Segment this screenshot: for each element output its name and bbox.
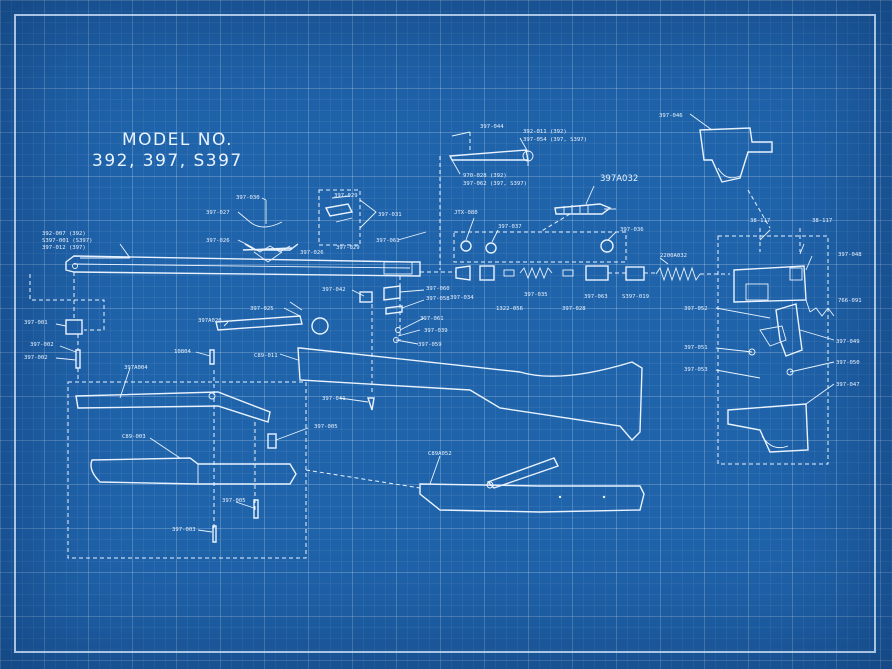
label-397-054: 397-054 (397, S397) (523, 137, 587, 143)
compression-tube-group (420, 231, 730, 282)
label-397-059: 397-059 (418, 342, 442, 348)
label-397-044: 397-044 (480, 124, 504, 130)
label-970-028: 970-028 (392) (463, 173, 507, 179)
label-c89-011: C89-011 (254, 353, 278, 359)
label-c89a052: C89A052 (428, 451, 452, 457)
label-397-002b: 397-002 (24, 355, 48, 361)
label-392-011: 392-011 (392) (523, 129, 567, 135)
label-38-117a: 38-117 (750, 218, 770, 224)
label-766-091: 766-091 (838, 298, 862, 304)
label-397-005b: 397-005 (222, 498, 246, 504)
label-397-036: 397-036 (620, 227, 644, 233)
model-title: MODEL NO. (122, 130, 233, 150)
label-397-061: 397-061 (376, 238, 400, 244)
forearm-assembly (67, 349, 421, 559)
label-397-046: 397-046 (659, 113, 683, 119)
label-397-031: 397-031 (378, 212, 402, 218)
label-38-117b: 38-117 (812, 218, 832, 224)
label-c89-003: C89-003 (122, 434, 146, 440)
label-s397-019: S397-019 (622, 294, 649, 300)
label-397-041: 397-041 (322, 396, 346, 402)
label-397-037: 397-037 (498, 224, 522, 230)
leader-lines (55, 113, 835, 533)
sheet-border (14, 14, 876, 653)
label-397-034: 397-034 (450, 295, 474, 301)
label-397-061b: 397-061 (420, 316, 444, 322)
part-labels: 397-044 392-011 (392) 397-054 (397, S397… (24, 113, 862, 533)
label-397-051: 397-051 (684, 345, 708, 351)
label-397-039: 397-039 (424, 328, 448, 334)
label-397-029: 397-029 (334, 193, 358, 199)
label-397-048: 397-048 (838, 252, 862, 258)
valve-small-parts (383, 276, 403, 343)
label-397a004: 397A004 (124, 365, 148, 371)
label-397-028: 397-028 (562, 306, 586, 312)
label-jtx-080: JTX-080 (454, 210, 478, 216)
label-397-026: 397-026 (206, 238, 230, 244)
barrel-assembly (65, 255, 421, 277)
label-397-025: 397-025 (250, 306, 274, 312)
trigger-housing (699, 127, 835, 465)
label-397-052: 397-052 (684, 306, 708, 312)
label-397-062: 397-062 (397, S397) (463, 181, 527, 187)
rifle-stock (297, 304, 643, 442)
label-397-005: 397-005 (314, 424, 338, 430)
pump-handle-assembly (419, 457, 645, 513)
label-397-002a: 397-002 (30, 342, 54, 348)
label-397-047: 397-047 (836, 382, 860, 388)
pump-link (215, 291, 373, 335)
valve-assembly (539, 203, 616, 233)
label-397a020: 397A020 (198, 318, 222, 324)
label-397-030: 397-030 (236, 195, 260, 201)
label-397a032: 397A032 (600, 174, 638, 184)
pump-arm (439, 132, 534, 270)
label-397-042: 397-042 (322, 287, 346, 293)
label-397-026b: 397-026 (300, 250, 324, 256)
label-2200a032: 2200A032 (660, 253, 687, 259)
label-397-053: 397-053 (684, 367, 708, 373)
label-s397-001: S397-001 (S397) (42, 238, 93, 244)
label-397-050: 397-050 (836, 360, 860, 366)
label-397-060: 397-060 (426, 286, 450, 292)
label-397-003: 397-003 (172, 527, 196, 533)
label-397-029b: 397-029 (336, 245, 360, 251)
label-1322-056: 1322-056 (496, 306, 523, 312)
front-sight (242, 200, 299, 263)
label-397-063: 397-063 (584, 294, 608, 300)
label-392-007: 392-007 (392) (42, 231, 86, 237)
label-397-027: 397-027 (206, 210, 230, 216)
label-397-058: 397-058 (426, 296, 450, 302)
label-10804: 10804 (174, 349, 191, 355)
model-numbers: 392, 397, S397 (92, 151, 243, 171)
label-397-001: 397-001 (24, 320, 48, 326)
label-397-012: 397-012 (397) (42, 245, 86, 251)
label-397-049: 397-049 (836, 339, 860, 345)
label-397-035: 397-035 (524, 292, 548, 298)
rear-sight-group (318, 189, 377, 246)
barrel-band-parts (29, 272, 105, 382)
